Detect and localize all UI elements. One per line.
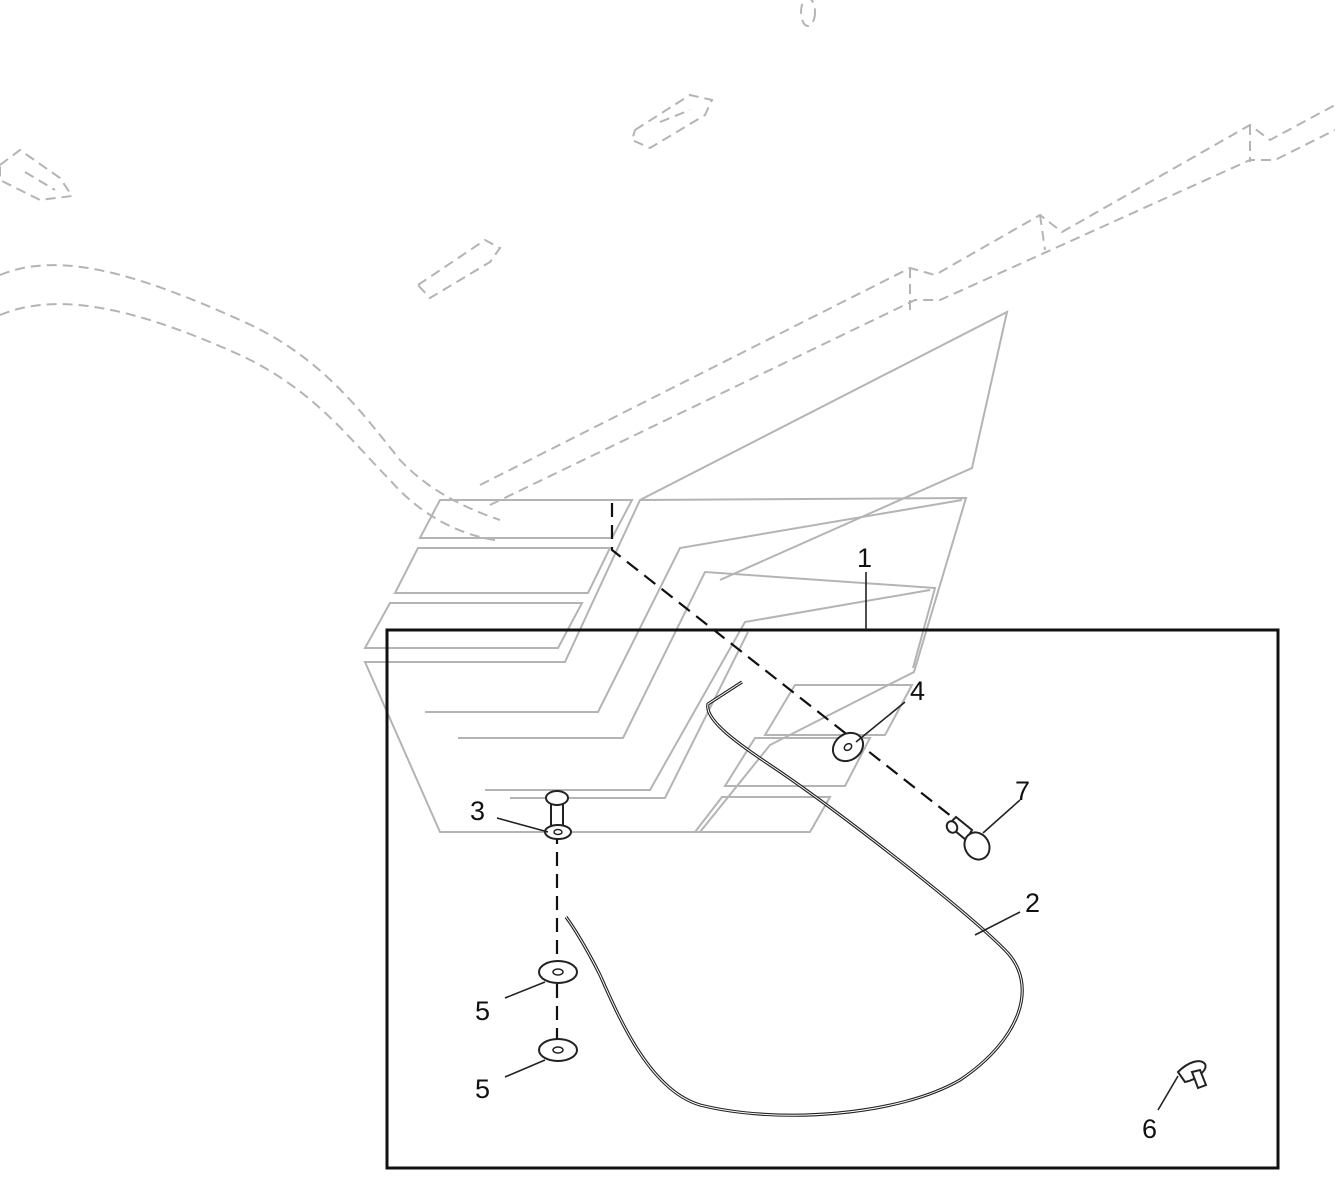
leader-6: [1157, 1075, 1179, 1111]
retaining-cable: [564, 680, 1024, 1117]
callout-7: 7: [1015, 776, 1030, 806]
callout-5-upper: 5: [475, 996, 490, 1026]
callout-5-lower: 5: [475, 1074, 490, 1104]
callout-1: 1: [857, 543, 872, 573]
leader-4: [855, 701, 906, 743]
leader-5b: [504, 1059, 546, 1078]
ghost-clip-2: [630, 93, 714, 150]
callout-3: 3: [470, 796, 485, 826]
leader-7: [982, 799, 1021, 834]
leader-5a: [504, 981, 546, 999]
ghost-clip-4: [800, 0, 816, 27]
leader-3: [496, 817, 549, 833]
upper-rail-lower-edge: [489, 129, 1335, 506]
washer-4: [831, 731, 865, 763]
leader-2: [974, 911, 1021, 936]
callout-6: 6: [1142, 1114, 1157, 1144]
ghost-clip-1: [0, 148, 74, 202]
curved-tube-bottom: [0, 303, 496, 541]
callout-2: 2: [1025, 888, 1040, 918]
side-panel-outline: [639, 310, 1009, 581]
washer-5-lower: [538, 1038, 578, 1062]
background-frame: [0, 0, 1335, 833]
upper-rail: [479, 104, 1335, 486]
curved-tube-top: [0, 264, 501, 521]
chevron-stripes: [363, 496, 968, 833]
clip-6: [1176, 1060, 1208, 1090]
ghost-clip-3: [416, 238, 502, 300]
washer-5-upper: [538, 960, 578, 984]
clevis-pin-3: [544, 790, 572, 840]
callout-4: 4: [910, 676, 925, 706]
kit-boundary-box: [385, 628, 1280, 1170]
bolt-7: [945, 815, 991, 861]
